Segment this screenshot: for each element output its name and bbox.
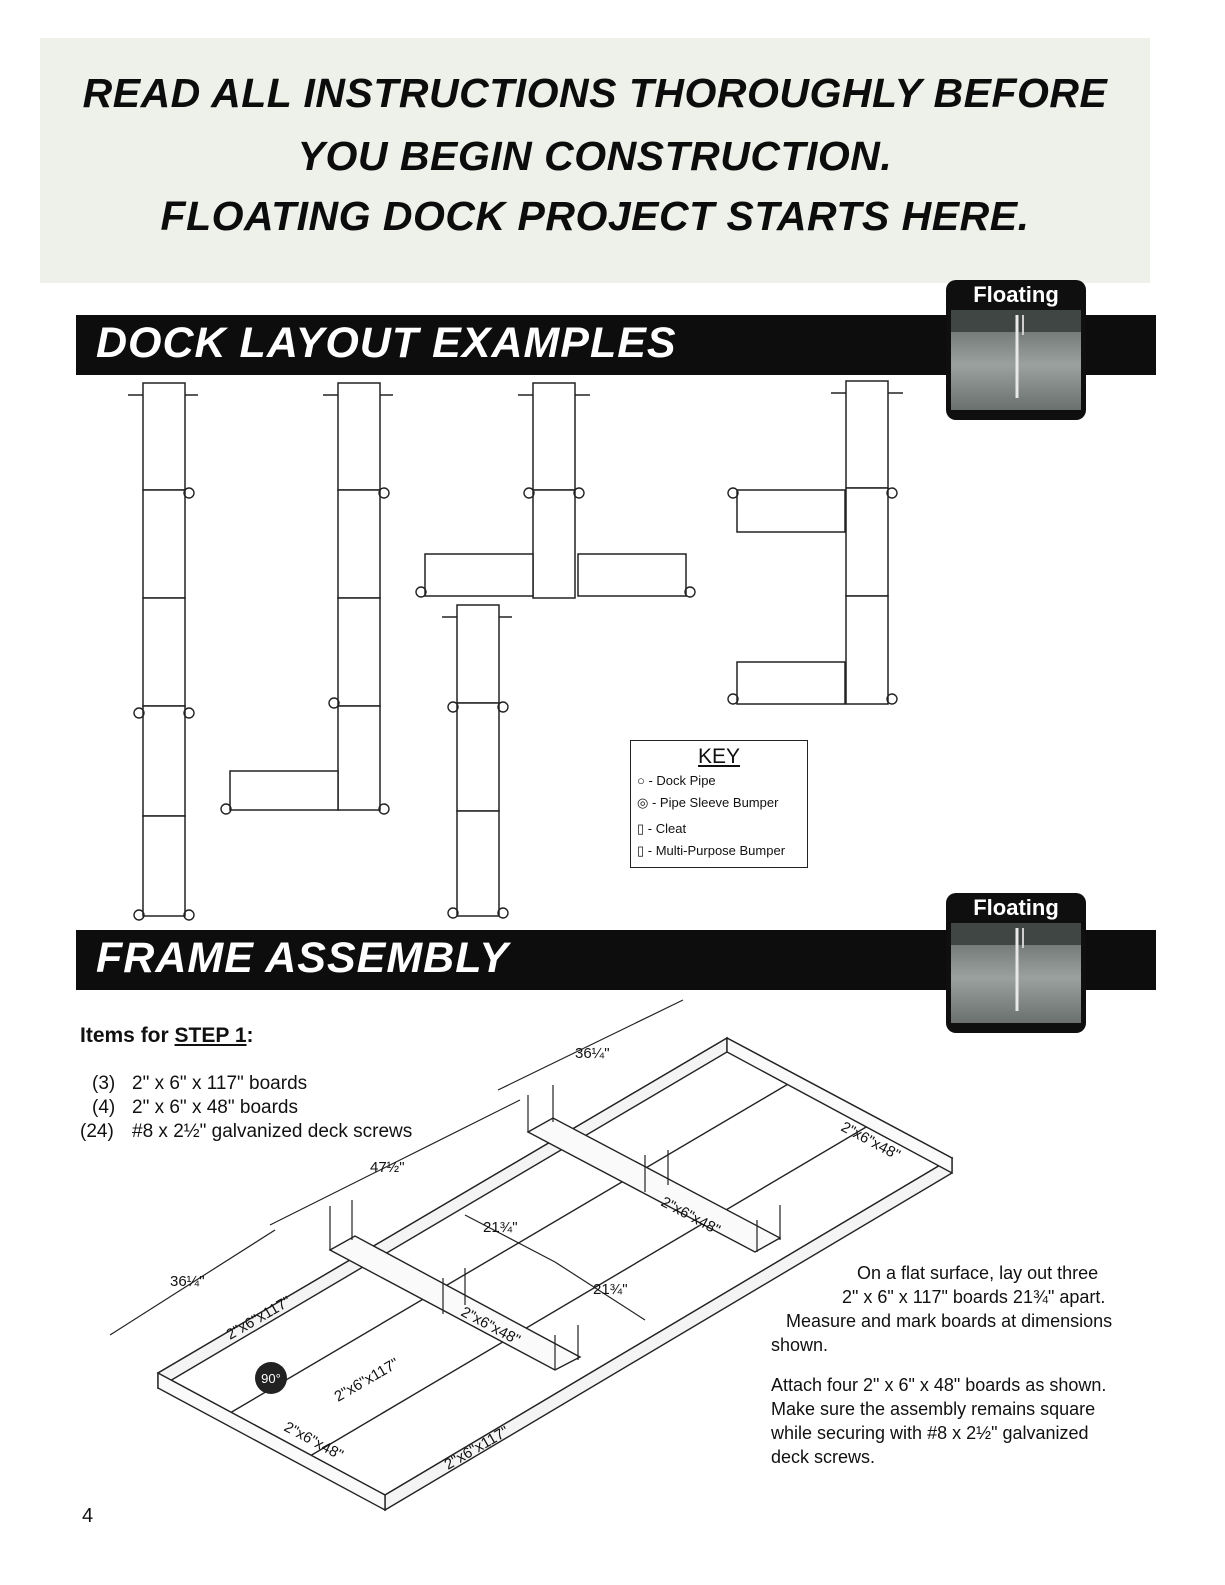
key-label: - Dock Pipe — [648, 773, 716, 788]
banner-line-1: READ ALL INSTRUCTIONS THOROUGHLY BEFORE — [82, 70, 1108, 116]
badge-label: Floating — [973, 895, 1059, 920]
instruction-line: Measure and mark boards at dimensions — [786, 1311, 1113, 1331]
key-entry: ▯ - Multi-Purpose Bumper — [637, 843, 785, 859]
items-heading: Items for STEP 1: — [80, 1024, 254, 1048]
key-label: - Multi-Purpose Bumper — [647, 843, 786, 858]
items-heading-prefix: Items for — [80, 1024, 175, 1047]
dock-photo-icon — [951, 310, 1081, 410]
dim-label: 21¾" — [593, 1281, 628, 1298]
dim-label: 21¾" — [483, 1219, 518, 1236]
instruction-line: while securing with #8 x 2½" galvanized — [771, 1423, 1089, 1443]
key-entry: ▯ - Cleat — [637, 821, 686, 837]
pipe-sleeve-bumper-icon: ◎ — [637, 795, 652, 810]
item-qty: (4) — [92, 1097, 116, 1118]
instruction-line: 2" x 6" x 117" boards 21¾" apart. — [842, 1287, 1106, 1307]
key-title: KEY — [697, 745, 741, 768]
item-desc: #8 x 2½" galvanized deck screws — [132, 1121, 413, 1142]
step-link: STEP 1 — [174, 1024, 247, 1047]
key-label: - Pipe Sleeve Bumper — [651, 795, 779, 810]
key-entry: ○ - Dock Pipe — [637, 773, 716, 788]
item-desc: 2" x 6" x 117" boards — [132, 1073, 308, 1094]
dim-label: 36¼" — [575, 1045, 610, 1062]
banner-line-3: FLOATING DOCK PROJECT STARTS HERE. — [160, 193, 1030, 239]
key-label: - Cleat — [647, 821, 687, 836]
banner-line-2: YOU BEGIN CONSTRUCTION. — [297, 133, 893, 179]
cleat-icon: ▯ — [637, 821, 648, 836]
dock-photo-icon — [951, 923, 1081, 1023]
page-number: 4 — [82, 1505, 94, 1527]
angle-label: 90° — [261, 1371, 281, 1386]
floating-badge: Floating — [946, 280, 1086, 420]
item-desc: 2" x 6" x 48" boards — [132, 1097, 298, 1118]
floating-badge: Floating — [946, 893, 1086, 1033]
badge-label: Floating — [973, 282, 1059, 307]
instruction-line: shown. — [771, 1335, 829, 1355]
instruction-line: On a flat surface, lay out three — [857, 1263, 1099, 1283]
multi-purpose-bumper-icon: ▯ — [637, 843, 648, 858]
item-qty: (3) — [92, 1073, 116, 1094]
section-title: FRAME ASSEMBLY — [96, 934, 509, 982]
instruction-line: deck screws. — [771, 1447, 876, 1467]
key-entry: ◎ - Pipe Sleeve Bumper — [637, 795, 778, 811]
instruction-line: Attach four 2" x 6" x 48" boards as show… — [771, 1375, 1107, 1395]
section-title: DOCK LAYOUT EXAMPLES — [96, 319, 677, 367]
item-qty: (24) — [80, 1121, 114, 1142]
dim-label: 36¼" — [170, 1273, 205, 1290]
items-heading-suffix: : — [246, 1024, 254, 1047]
legend-key: KEY ○ - Dock Pipe ◎ - Pipe Sleeve Bumper… — [630, 740, 808, 868]
warning-banner: READ ALL INSTRUCTIONS THOROUGHLY BEFORE … — [40, 38, 1150, 283]
dim-label: 47½" — [370, 1159, 405, 1176]
instruction-line: Make sure the assembly remains square — [771, 1399, 1096, 1419]
dock-pipe-icon: ○ — [637, 773, 649, 788]
